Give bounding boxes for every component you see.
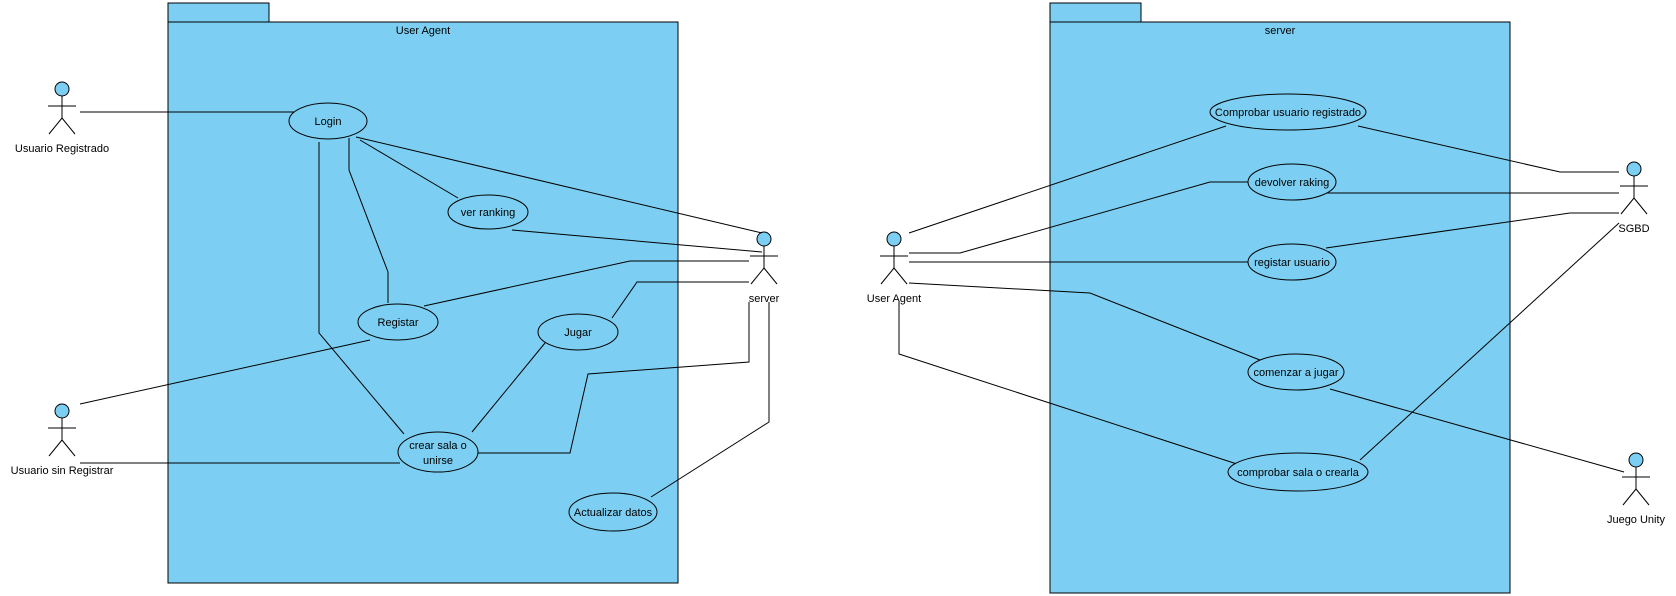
actor-juego-unity[interactable]: Juego Unity (1607, 452, 1666, 526)
assoc-comprobarusuario-sgbd (1357, 125, 1619, 173)
package-server[interactable]: server (1049, 2, 1511, 594)
assoc-verranking-server (511, 229, 763, 253)
svg-text:server: server (749, 293, 780, 305)
svg-text:User Agent: User Agent (867, 293, 921, 305)
use-case-login[interactable]: Login (288, 102, 368, 140)
actor-sgbd[interactable]: SGBD (1618, 161, 1650, 235)
svg-text:devolver raking: devolver raking (1255, 177, 1330, 189)
actor-usuario-sin-registrar[interactable]: Usuario sin Registrar (11, 403, 114, 477)
svg-text:Usuario Registrado: Usuario Registrado (15, 143, 109, 155)
use-case-jugar[interactable]: Jugar (537, 313, 619, 351)
svg-text:Registar: Registar (378, 317, 419, 329)
associations-right (898, 125, 1625, 473)
use-case-comenzar-jugar[interactable]: comenzar a jugar (1247, 353, 1345, 391)
package-title: User Agent (396, 25, 450, 37)
package-body (167, 21, 679, 584)
package-tab (1049, 2, 1142, 23)
svg-text:crear sala o: crear sala o (409, 440, 466, 452)
package-tab (167, 2, 270, 23)
assoc-comprobarsala-sgbd (1359, 222, 1620, 461)
assoc-ua-comprobarsala (898, 302, 1241, 466)
svg-text:comenzar a jugar: comenzar a jugar (1254, 367, 1339, 379)
svg-text:Jugar: Jugar (564, 327, 592, 339)
assoc-login-verranking (359, 139, 459, 199)
assoc-crearsala-jugar (471, 342, 546, 433)
assoc-login-crearsala (318, 142, 405, 435)
svg-text:SGBD: SGBD (1618, 223, 1649, 235)
package-user-agent[interactable]: User Agent (167, 2, 679, 584)
actor-head (756, 231, 772, 247)
actor-head (886, 231, 902, 247)
assoc-ua-comenzarjugar (908, 282, 1271, 365)
assoc-comenzarjugar-juegounity (1329, 388, 1625, 473)
assoc-actualizar-server (650, 302, 770, 498)
svg-text:comprobar sala o crearla: comprobar sala o crearla (1237, 467, 1360, 479)
actor-head (54, 403, 70, 419)
use-case-registar[interactable]: Registar (357, 303, 439, 341)
svg-text:Comprobar usuario registrado: Comprobar usuario registrado (1215, 107, 1361, 119)
actor-head (54, 81, 70, 97)
use-case-registar-usuario[interactable]: registar usuario (1247, 243, 1337, 281)
assoc-sinregistrar-registar (79, 339, 371, 405)
actor-head (1628, 452, 1644, 468)
svg-text:ver ranking: ver ranking (461, 207, 515, 219)
actor-head (1626, 161, 1642, 177)
actor-server[interactable]: server (749, 231, 780, 305)
associations-left (79, 111, 770, 498)
assoc-registar-server (423, 260, 749, 307)
assoc-registarusuario-sgbd (1325, 212, 1619, 249)
use-case-comprobar-sala[interactable]: comprobar sala o crearla (1227, 452, 1369, 492)
svg-text:registar usuario: registar usuario (1254, 257, 1330, 269)
actor-user-agent[interactable]: User Agent (867, 231, 921, 305)
assoc-crearsala-server (478, 302, 750, 454)
use-case-actualizar-datos[interactable]: Actualizar datos (568, 492, 658, 532)
assoc-ua-devolverraking (909, 181, 1250, 254)
svg-text:unirse: unirse (423, 455, 453, 467)
assoc-jugar-server (611, 281, 749, 319)
assoc-login-server (355, 136, 763, 234)
actor-usuario-registrado[interactable]: Usuario Registrado (15, 81, 109, 155)
use-case-crear-sala[interactable]: crear sala o unirse (397, 431, 479, 473)
use-case-comprobar-usuario[interactable]: Comprobar usuario registrado (1209, 93, 1367, 131)
package-title: server (1265, 25, 1296, 37)
svg-text:Login: Login (315, 116, 342, 128)
assoc-login-registar (348, 138, 389, 303)
svg-text:Juego Unity: Juego Unity (1607, 514, 1666, 526)
svg-text:Actualizar datos: Actualizar datos (574, 507, 653, 519)
assoc-ua-comprobarusuario (908, 125, 1227, 234)
use-case-ver-ranking[interactable]: ver ranking (447, 194, 529, 230)
svg-text:Usuario sin Registrar: Usuario sin Registrar (11, 465, 114, 477)
use-case-devolver-raking[interactable]: devolver raking (1247, 163, 1337, 201)
